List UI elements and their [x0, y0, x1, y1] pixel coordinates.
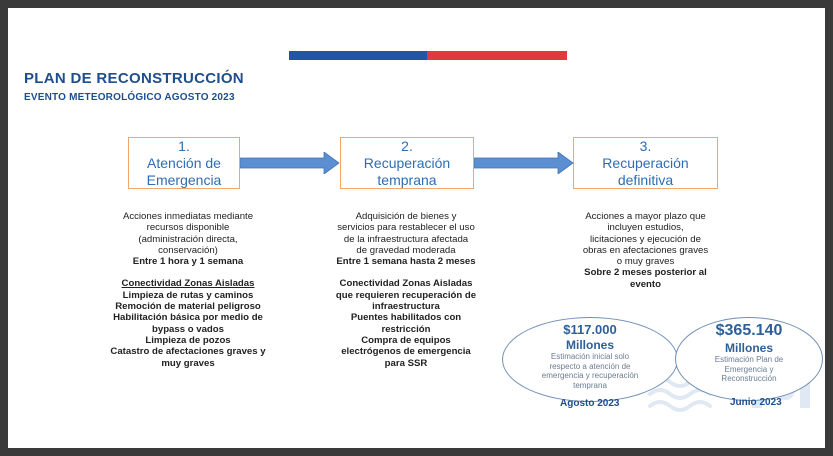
step-label-line1: Atención de — [147, 154, 221, 171]
step3-description: Acciones a mayor plazo que incluyen estu… — [563, 211, 728, 290]
text-line: obras en afectaciones graves — [582, 244, 709, 256]
step-number: 1. — [178, 137, 190, 154]
budget-note: Emergencia y — [724, 364, 774, 374]
list-item: bypass o vados — [152, 323, 224, 335]
list-item: infraestructura — [372, 301, 440, 313]
text-line: (administración directa, — [138, 233, 238, 245]
text-line: de la infraestructura afectada — [343, 233, 469, 245]
arrow-right-icon — [474, 152, 574, 174]
flag-red-bar — [427, 51, 567, 60]
flag-blue-bar — [289, 51, 427, 60]
step-label-line2: Emergencia — [146, 171, 222, 188]
list-item: electrógenos de emergencia — [341, 346, 471, 358]
text-line: o muy graves — [616, 256, 675, 268]
step1-description: Acciones inmediatas mediante recursos di… — [104, 211, 272, 369]
page-subtitle: EVENTO METEOROLÓGICO AGOSTO 2023 — [24, 92, 235, 103]
list-item: para SSR — [384, 357, 428, 369]
list-item: que requieren recuperación de — [335, 289, 477, 301]
step-box-1: 1. Atención de Emergencia — [128, 137, 240, 189]
list-item: Catastro de afectaciones graves y — [110, 346, 266, 358]
timing: evento — [630, 278, 661, 290]
budget-note: emergencia y recuperación — [541, 371, 639, 380]
budget-amount: $365.140 — [715, 322, 783, 339]
step2-description: Adquisición de bienes y servicios para r… — [322, 211, 490, 369]
bubble-date: Agosto 2023 — [560, 398, 620, 409]
list-item: Remoción de material peligroso — [115, 301, 261, 313]
step-box-2: 2. Recuperación temprana — [340, 137, 474, 189]
text-line: servicios para restablecer el uso — [337, 222, 475, 234]
section-heading: Conectividad Zonas Aisladas — [121, 278, 255, 290]
text-line: recursos disponible — [146, 222, 230, 234]
text-line: de gravedad moderada — [356, 244, 456, 256]
list-item: Conectividad Zonas Aisladas — [339, 278, 473, 290]
list-item: Compra de equipos — [361, 334, 451, 346]
list-item: restricción — [381, 323, 431, 335]
timing: Sobre 2 meses posterior al — [584, 267, 707, 279]
step-label-line2: definitiva — [617, 171, 674, 188]
timing: Entre 1 hora y 1 semana — [132, 256, 244, 268]
text-line: Adquisición de bienes y — [355, 211, 457, 222]
step-number: 2. — [401, 137, 413, 154]
budget-note: Reconstrucción — [721, 374, 777, 383]
page-title: PLAN DE RECONSTRUCCIÓN — [24, 70, 244, 87]
budget-amount: $117.000 — [563, 322, 617, 337]
step-box-3: 3. Recuperación definitiva — [573, 137, 718, 189]
bubble-date: Junio 2023 — [730, 397, 782, 408]
list-item: Puentes habilitados con — [350, 312, 462, 324]
budget-bubble-2: $365.140 Millones Estimación Plan de Eme… — [675, 317, 823, 401]
budget-note: temprana — [573, 380, 607, 390]
step-label-line1: Recuperación — [602, 154, 689, 171]
list-item: muy graves — [161, 357, 215, 369]
budget-note: respecto a atención de — [549, 361, 631, 371]
budget-unit: Millones — [724, 341, 773, 355]
budget-note: Estimación inicial solo — [550, 352, 630, 361]
text-line: incluyen estudios, — [607, 222, 684, 234]
budget-unit: Millones — [565, 338, 614, 352]
list-item: Habilitación básica por medio de — [113, 312, 263, 324]
text-line: Acciones inmediatas mediante — [122, 211, 254, 222]
text-line: conservación) — [158, 244, 218, 256]
text-line: Acciones a mayor plazo que — [585, 211, 706, 222]
list-item: Limpieza de rutas y caminos — [122, 289, 254, 301]
arrow-right-icon — [240, 152, 340, 174]
step-label-line1: Recuperación — [363, 154, 451, 171]
timing: Entre 1 semana hasta 2 meses — [336, 256, 476, 268]
text-line: licitaciones y ejecución de — [590, 233, 701, 245]
step-number: 3. — [639, 137, 652, 154]
list-item: Limpieza de pozos — [145, 334, 231, 346]
budget-bubble-1: $117.000 Millones Estimación inicial sol… — [502, 317, 678, 402]
step-label-line2: temprana — [377, 171, 437, 188]
budget-note: Estimación Plan de — [714, 355, 784, 364]
